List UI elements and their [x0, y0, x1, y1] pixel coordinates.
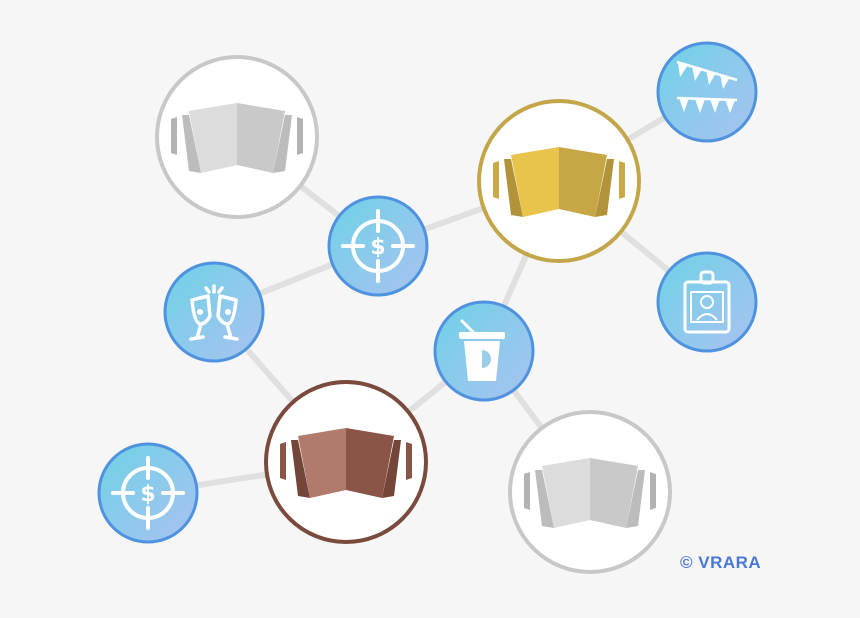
- bunting-badge: [656, 41, 758, 143]
- mask-side-panel: [291, 440, 310, 498]
- mask-side-panel: [182, 115, 201, 173]
- id-badge-icon: [683, 270, 731, 334]
- mask-node-gold: [477, 99, 641, 263]
- drink-badge: [433, 300, 535, 402]
- mask-ear-loop: [171, 117, 177, 155]
- face-mask-icon: [171, 103, 303, 173]
- face-mask-icon: [280, 428, 412, 498]
- drink-cup-icon: [459, 319, 505, 381]
- face-mask-icon: [524, 458, 656, 528]
- id-badge-node: [656, 251, 758, 353]
- mask-front-left: [189, 103, 237, 173]
- mask-front-right: [559, 147, 607, 217]
- target-dollar-badge: $: [97, 442, 199, 544]
- mask-front-left: [542, 458, 590, 528]
- mask-side-panel: [626, 470, 645, 528]
- mask-front-right: [237, 103, 285, 173]
- mask-node-silver: [508, 410, 672, 574]
- svg-text:$: $: [140, 482, 155, 507]
- mask-ear-loop: [280, 442, 286, 480]
- mask-side-panel: [382, 440, 401, 498]
- mask-front-left: [511, 147, 559, 217]
- mask-node-silver: [155, 55, 319, 219]
- mask-ear-loop: [524, 472, 530, 510]
- champagne-glasses-icon: [189, 284, 239, 341]
- mask-side-panel: [535, 470, 554, 528]
- target-dollar-icon: $: [341, 209, 415, 283]
- bunting-flags-icon: [676, 60, 738, 113]
- mask-ear-loop: [619, 161, 625, 199]
- target-dollar-icon: $: [111, 456, 185, 530]
- copyright-credit: © VRARA: [680, 553, 762, 572]
- mask-ear-loop: [406, 442, 412, 480]
- mask-side-panel: [273, 115, 292, 173]
- mask-front-right: [590, 458, 638, 528]
- mask-ear-loop: [650, 472, 656, 510]
- mask-ear-loop: [493, 161, 499, 199]
- face-mask-icon: [493, 147, 625, 217]
- cheers-badge: [163, 261, 265, 363]
- target-dollar-badge: $: [327, 195, 429, 297]
- mask-front-right: [346, 428, 394, 498]
- mask-front-left: [298, 428, 346, 498]
- svg-text:$: $: [370, 235, 385, 260]
- mask-side-panel: [504, 159, 523, 217]
- mask-ear-loop: [297, 117, 303, 155]
- mask-side-panel: [595, 159, 614, 217]
- mask-node-bronze: [264, 380, 428, 544]
